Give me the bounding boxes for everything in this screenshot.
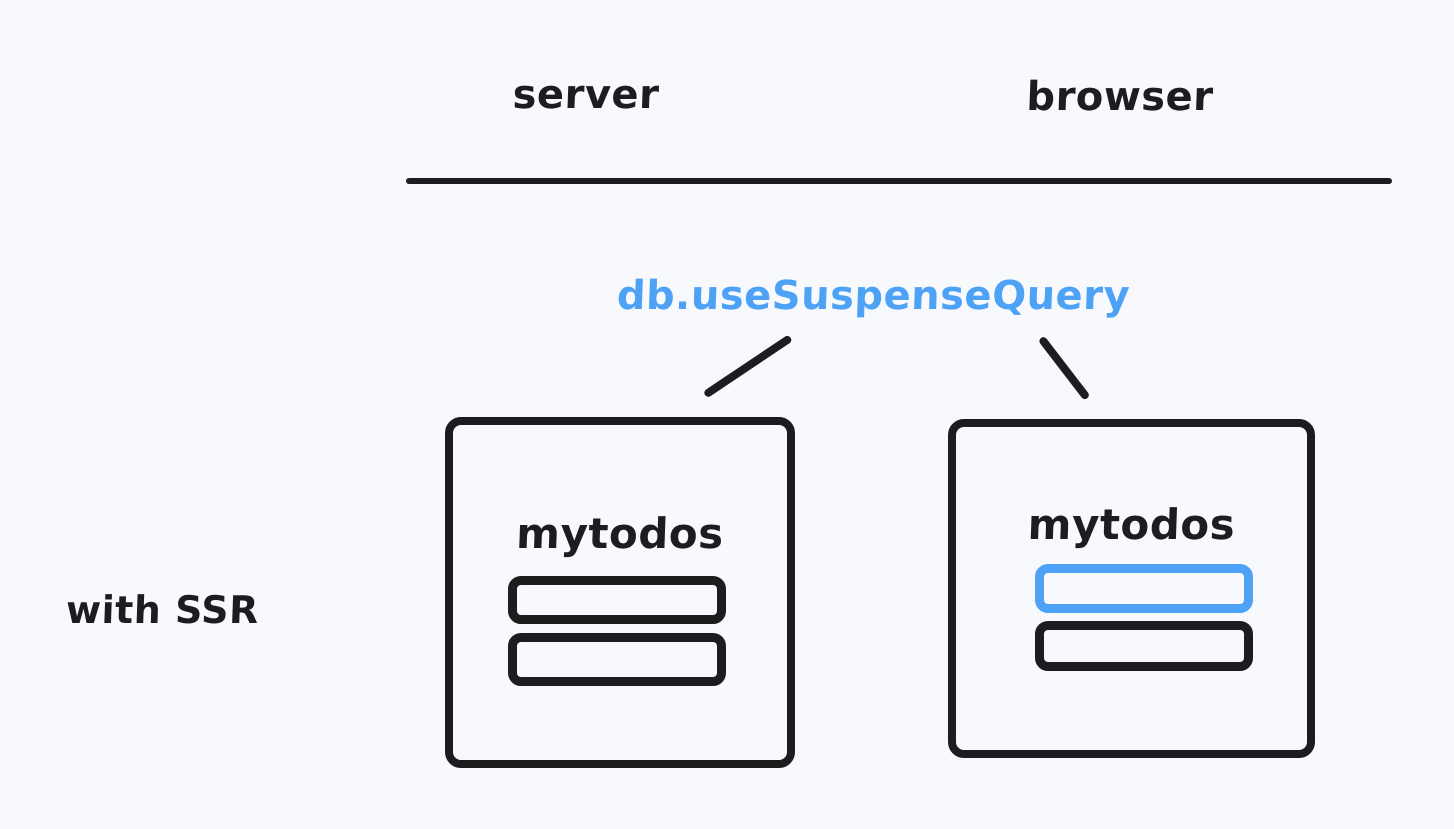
panel-title-server: mytodos bbox=[515, 509, 725, 558]
todo-row-highlighted bbox=[1035, 564, 1253, 613]
panel-title-browser: mytodos bbox=[1026, 500, 1237, 549]
todo-row bbox=[508, 576, 726, 624]
column-header-server: server bbox=[511, 72, 661, 118]
column-header-browser: browser bbox=[1025, 74, 1215, 120]
api-call-label: db.useSuspenseQuery bbox=[616, 273, 1131, 319]
todo-row bbox=[508, 633, 726, 686]
panel-server: mytodos bbox=[445, 417, 795, 768]
todo-row bbox=[1035, 621, 1253, 671]
connector-line-to-browser bbox=[1037, 335, 1091, 401]
panel-browser: mytodos bbox=[948, 419, 1315, 758]
connector-line-to-server bbox=[702, 334, 793, 399]
header-divider bbox=[406, 178, 1392, 184]
row-label-with-ssr: with SSR bbox=[65, 588, 260, 632]
